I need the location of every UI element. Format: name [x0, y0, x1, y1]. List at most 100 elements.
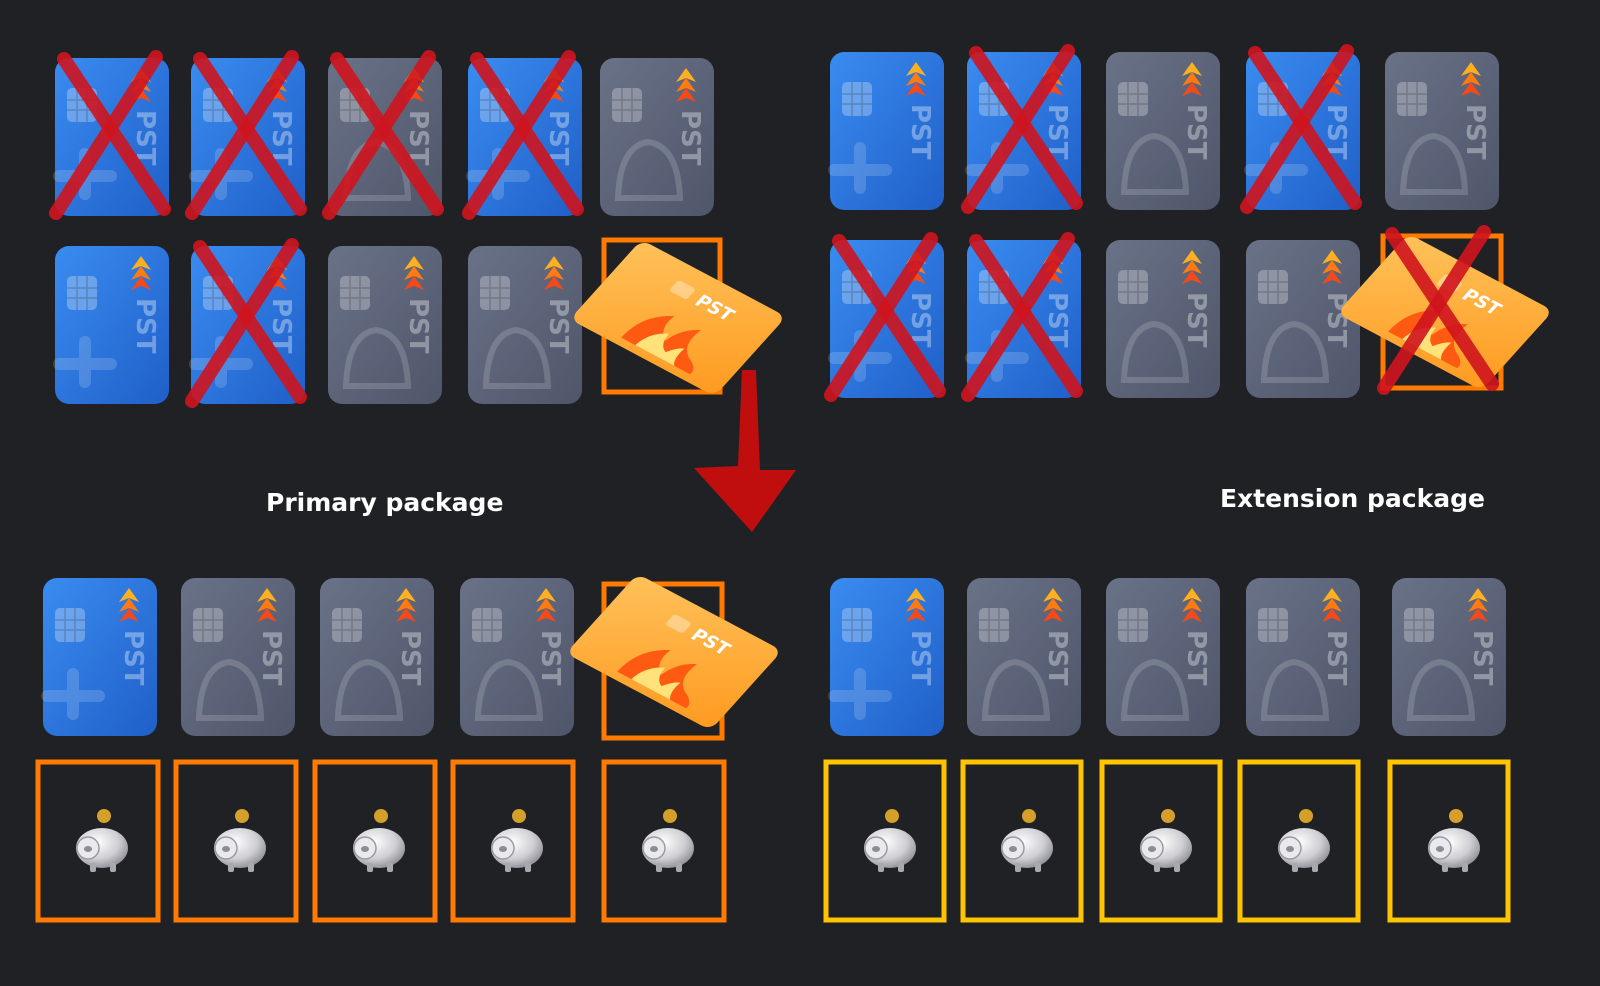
- blue-card: PST: [828, 578, 944, 736]
- reward-slot: [1387, 759, 1511, 923]
- card-brand-text: PST: [1321, 630, 1351, 686]
- gray-card: PST: [1392, 578, 1506, 736]
- gold-card-body: [574, 243, 782, 393]
- coin-icon: [1022, 809, 1036, 823]
- slot-frame: [601, 759, 727, 923]
- piggy-bank-icon: [353, 809, 405, 872]
- sim-chip-icon: [1258, 270, 1288, 304]
- coin-icon: [1161, 809, 1175, 823]
- gray-card: PST: [1246, 578, 1360, 736]
- sim-chip-icon: [670, 280, 695, 299]
- reward-card: PST: [570, 577, 778, 741]
- reward-slot: [1099, 759, 1223, 923]
- card-brand-text: PST: [1321, 292, 1351, 348]
- stacked-flame-logo-icon: [131, 256, 151, 290]
- plus-icon: [41, 668, 105, 720]
- sim-chip-icon: [1118, 608, 1148, 642]
- gray-card: PST: [320, 578, 434, 736]
- card-brand-text: PST: [1181, 630, 1211, 686]
- coin-icon: [1299, 809, 1313, 823]
- sim-chip-icon: [67, 276, 97, 310]
- piggy-bank-icon: [1428, 809, 1480, 872]
- slot-frame: [1387, 759, 1511, 923]
- card-brand-text: PST: [403, 298, 433, 354]
- cross-mark-icon: [322, 50, 444, 220]
- sim-chip-icon: [1404, 608, 1434, 642]
- cross-mark-icon: [185, 50, 307, 220]
- bell-icon: [474, 658, 544, 721]
- card-brand-text: PST: [256, 630, 286, 686]
- piggy-bank-icon: [1001, 809, 1053, 872]
- slot-frame: [450, 759, 576, 923]
- slot-frame: [35, 759, 161, 923]
- gold-card: PST: [570, 577, 778, 727]
- card-brand-text: PST: [130, 298, 160, 354]
- gray-card: PST: [181, 578, 295, 736]
- gray-card: PST: [1246, 240, 1360, 398]
- reward-slot: [35, 759, 161, 923]
- bell-icon: [342, 326, 412, 389]
- stacked-flame-logo-icon: [906, 62, 926, 96]
- coin-icon: [97, 809, 111, 823]
- piggy-bank-icon: [1278, 809, 1330, 872]
- sim-chip-icon: [612, 88, 642, 122]
- stacked-flame-logo-icon: [1182, 62, 1202, 96]
- reward-slot: [173, 759, 299, 923]
- cross-mark-icon: [1377, 225, 1499, 395]
- stacked-flame-logo-icon: [1043, 588, 1063, 622]
- slot-frame: [173, 759, 299, 923]
- sim-chip-icon: [842, 82, 872, 116]
- stacked-flame-logo-icon: [906, 588, 926, 622]
- cross-mark-icon: [824, 232, 946, 402]
- bell-icon: [1260, 320, 1330, 383]
- slot-frame: [1237, 759, 1361, 923]
- gray-card: PST: [1106, 578, 1220, 736]
- plus-icon: [828, 142, 892, 194]
- stacked-flame-logo-icon: [544, 256, 564, 290]
- card-brand-text: PST: [675, 110, 705, 166]
- cross-mark-icon: [961, 44, 1083, 214]
- stacked-flame-logo-icon: [536, 588, 556, 622]
- cross-mark-icon: [49, 50, 171, 220]
- gray-card: PST: [1106, 52, 1220, 210]
- bell-icon: [1260, 658, 1330, 721]
- plus-icon: [828, 668, 892, 720]
- gray-card: PST: [328, 246, 442, 404]
- cross-mark-icon: [185, 238, 307, 408]
- sim-chip-icon: [666, 614, 691, 633]
- stacked-flame-logo-icon: [1182, 588, 1202, 622]
- card-brand-text: PST: [395, 630, 425, 686]
- cross-mark-icon: [462, 50, 584, 220]
- bell-icon: [1406, 658, 1476, 721]
- slot-frame: [960, 759, 1084, 923]
- reward-slot: [960, 759, 1084, 923]
- card-brand-text: PST: [1042, 630, 1072, 686]
- card-brand-text: PST: [1181, 292, 1211, 348]
- piggy-bank-icon: [864, 809, 916, 872]
- coin-icon: [663, 809, 677, 823]
- cross-mark-icon: [1240, 44, 1362, 214]
- gray-card: PST: [468, 246, 582, 404]
- coin-icon: [374, 809, 388, 823]
- bell-icon: [195, 658, 265, 721]
- down-arrow-icon: [694, 370, 796, 532]
- piggy-bank-icon: [214, 809, 266, 872]
- coin-icon: [1449, 809, 1463, 823]
- gray-card: PST: [1106, 240, 1220, 398]
- slot-frame: [312, 759, 438, 923]
- sim-chip-icon: [1118, 270, 1148, 304]
- plus-icon: [53, 336, 117, 388]
- bell-icon: [1399, 132, 1469, 195]
- reward-card: PST: [574, 237, 782, 395]
- card-brand-text: PST: [118, 630, 148, 686]
- card-brand-text: PST: [905, 104, 935, 160]
- stacked-flame-logo-icon: [396, 588, 416, 622]
- stacked-flame-logo-icon: [1182, 250, 1202, 284]
- bell-icon: [1120, 658, 1190, 721]
- stacked-flame-logo-icon: [1322, 588, 1342, 622]
- reward-slot: [450, 759, 576, 923]
- gray-card: PST: [967, 578, 1081, 736]
- card-brand-text: PST: [905, 630, 935, 686]
